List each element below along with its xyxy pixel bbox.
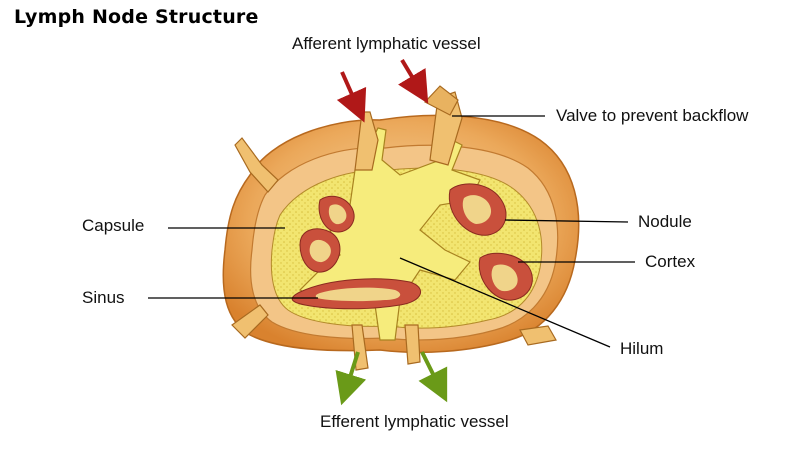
efferent-flow-arrow <box>335 351 367 406</box>
nodule-center <box>491 264 518 292</box>
nodule-center <box>309 239 331 263</box>
nodule-leader <box>504 219 629 223</box>
afferent-vessel-side <box>234 137 279 193</box>
nodule-center <box>328 204 347 225</box>
diagram-title: Lymph Node Structure <box>14 6 259 28</box>
label-afferent: Afferent lymphatic vessel <box>292 34 481 53</box>
label-capsule: Capsule <box>82 216 145 235</box>
nodules <box>291 183 533 310</box>
efferent-vessel-side <box>231 304 269 339</box>
nodule-center <box>315 287 401 302</box>
afferent-flow-arrow <box>336 71 367 123</box>
efferent-flow-arrow <box>418 351 448 403</box>
label-nodule: Nodule <box>638 212 692 231</box>
afferent-flow-arrow <box>398 58 429 104</box>
label-cortex: Cortex <box>645 252 696 271</box>
label-hilum: Hilum <box>620 339 664 358</box>
efferent-vessel-side <box>519 325 557 346</box>
label-efferent: Efferent lymphatic vessel <box>320 412 509 431</box>
valve <box>424 85 459 116</box>
label-sinus: Sinus <box>82 288 125 307</box>
hilum-leader <box>399 257 611 348</box>
efferent-vessel-right <box>404 324 421 365</box>
label-valve: Valve to prevent backflow <box>556 106 749 125</box>
nodule-center <box>462 195 492 224</box>
